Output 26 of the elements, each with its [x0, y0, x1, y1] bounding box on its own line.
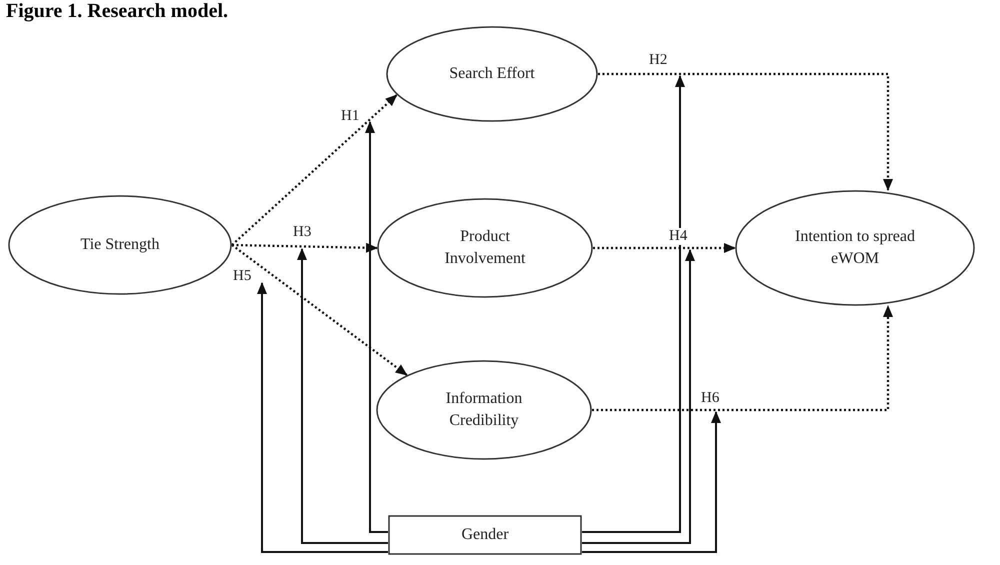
- moderator-arrow: [365, 121, 388, 533]
- dotted-arrow: [593, 243, 736, 253]
- construct-ellipse: [735, 190, 975, 306]
- moderator-arrow: [582, 249, 695, 544]
- moderator-box: [388, 515, 582, 555]
- dotted-arrow: [598, 72, 893, 191]
- moderator-arrow: [582, 411, 721, 553]
- node-label: Information Credibility: [444, 389, 524, 431]
- dotted-arrow: [592, 305, 893, 412]
- node-label: Product Involvement: [444, 227, 526, 269]
- figure-title: Figure 1. Research model.: [6, 0, 228, 23]
- moderator-arrow: [582, 75, 685, 533]
- dotted-arrow: [232, 242, 378, 253]
- moderator-arrow: [257, 282, 388, 553]
- node-label: Intention to spread eWOM: [794, 227, 916, 269]
- node-label: Tie Strength: [80, 235, 160, 256]
- dotted-arrow: [231, 94, 398, 246]
- moderator-arrow: [297, 248, 388, 544]
- dotted-arrow: [231, 244, 408, 376]
- construct-ellipse: [8, 195, 232, 295]
- node-label: Gender: [461, 525, 509, 546]
- construct-ellipse: [376, 360, 592, 460]
- construct-ellipse: [377, 198, 593, 298]
- node-label: Search Effort: [449, 64, 535, 84]
- edge-label: H4: [668, 228, 688, 244]
- construct-ellipse: [386, 26, 598, 122]
